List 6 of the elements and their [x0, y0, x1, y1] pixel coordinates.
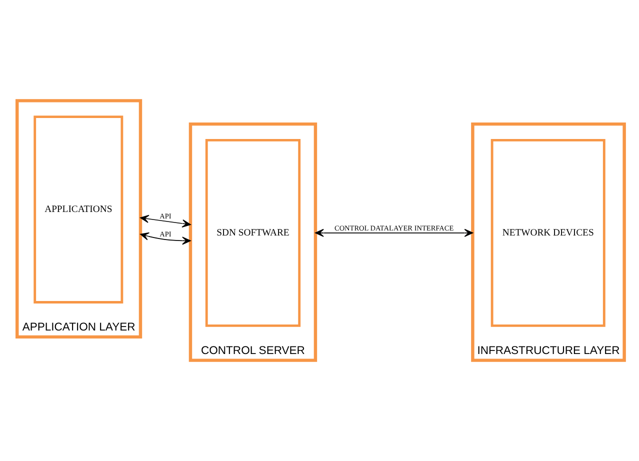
node-box: NETWORK DEVICES — [490, 138, 606, 327]
arrow — [140, 232, 191, 245]
node-box: APPLICATIONS — [34, 116, 124, 304]
arrow — [315, 228, 474, 237]
node-box: SDN SOFTWARE — [205, 138, 301, 327]
arrow — [140, 214, 191, 228]
